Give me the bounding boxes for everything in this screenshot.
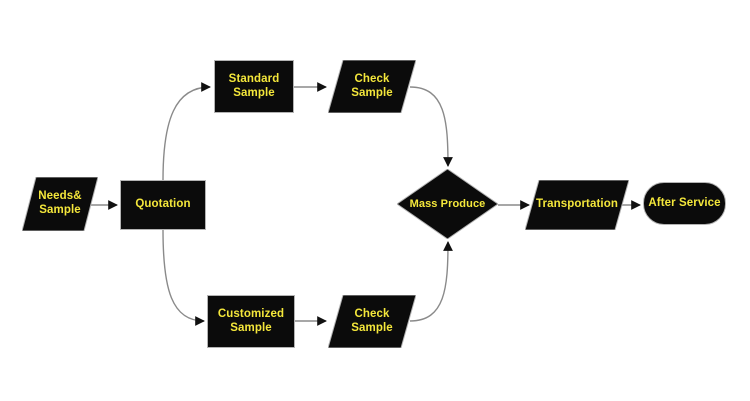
node-mass-produce[interactable]: Mass Produce xyxy=(396,168,499,240)
node-after-service[interactable]: After Service xyxy=(643,182,726,225)
node-standard-sample[interactable]: Standard Sample xyxy=(214,60,294,113)
edge-quotation-to-standard xyxy=(162,82,211,181)
edge-check-top-to-mass xyxy=(409,86,453,167)
rectangle-shape xyxy=(214,60,294,113)
node-quotation[interactable]: Quotation xyxy=(120,180,206,230)
diamond-shape xyxy=(396,168,499,240)
node-customized-sample[interactable]: Customized Sample xyxy=(207,295,295,348)
rectangle-shape xyxy=(207,295,295,348)
parallelogram-shape xyxy=(328,60,416,113)
rectangle-shape xyxy=(120,180,206,230)
node-transportation[interactable]: Transportation xyxy=(525,180,629,230)
parallelogram-shape xyxy=(525,180,629,230)
edge-quotation-to-customized xyxy=(162,229,205,326)
node-check-sample-bottom[interactable]: Check Sample xyxy=(328,295,416,348)
parallelogram-shape xyxy=(22,177,98,231)
node-check-sample-top[interactable]: Check Sample xyxy=(328,60,416,113)
parallelogram-shape xyxy=(328,295,416,348)
node-needs-sample[interactable]: Needs& Sample xyxy=(22,177,98,231)
rounded-rectangle-shape xyxy=(643,182,726,225)
edge-check-bottom-to-mass xyxy=(409,241,453,322)
